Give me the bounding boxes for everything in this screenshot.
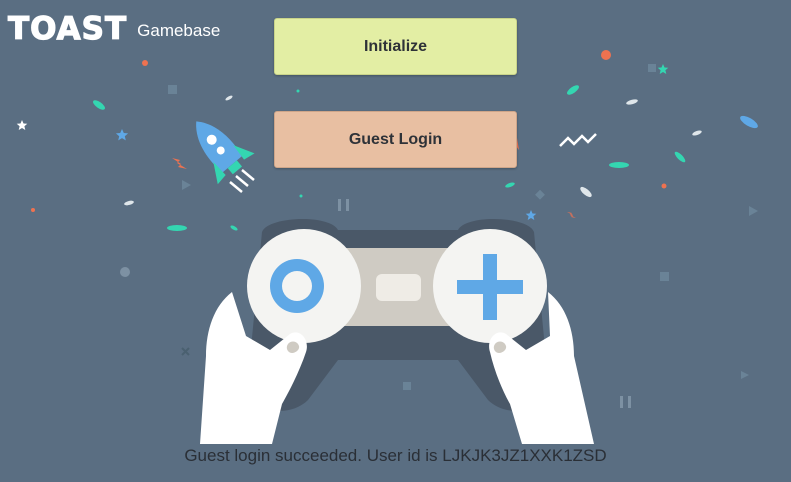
toast-logo: TOAST [7,11,128,47]
confetti-decoration [16,50,758,408]
rocket-trail [229,169,255,193]
initialize-button[interactable]: Initialize [274,18,517,75]
guest-login-button-label: Guest Login [348,130,443,148]
guest-login-button[interactable]: Guest Login [274,111,517,168]
brand-header: TOAST Gamebase [7,11,221,47]
status-message: Guest login succeeded. User id is LJKJK3… [184,446,607,465]
rocket-icon [196,121,255,185]
product-name: Gamebase [137,21,221,40]
hands-icon [200,292,594,444]
gamepad-icon [247,218,549,411]
initialize-button-label: Initialize [363,37,428,55]
